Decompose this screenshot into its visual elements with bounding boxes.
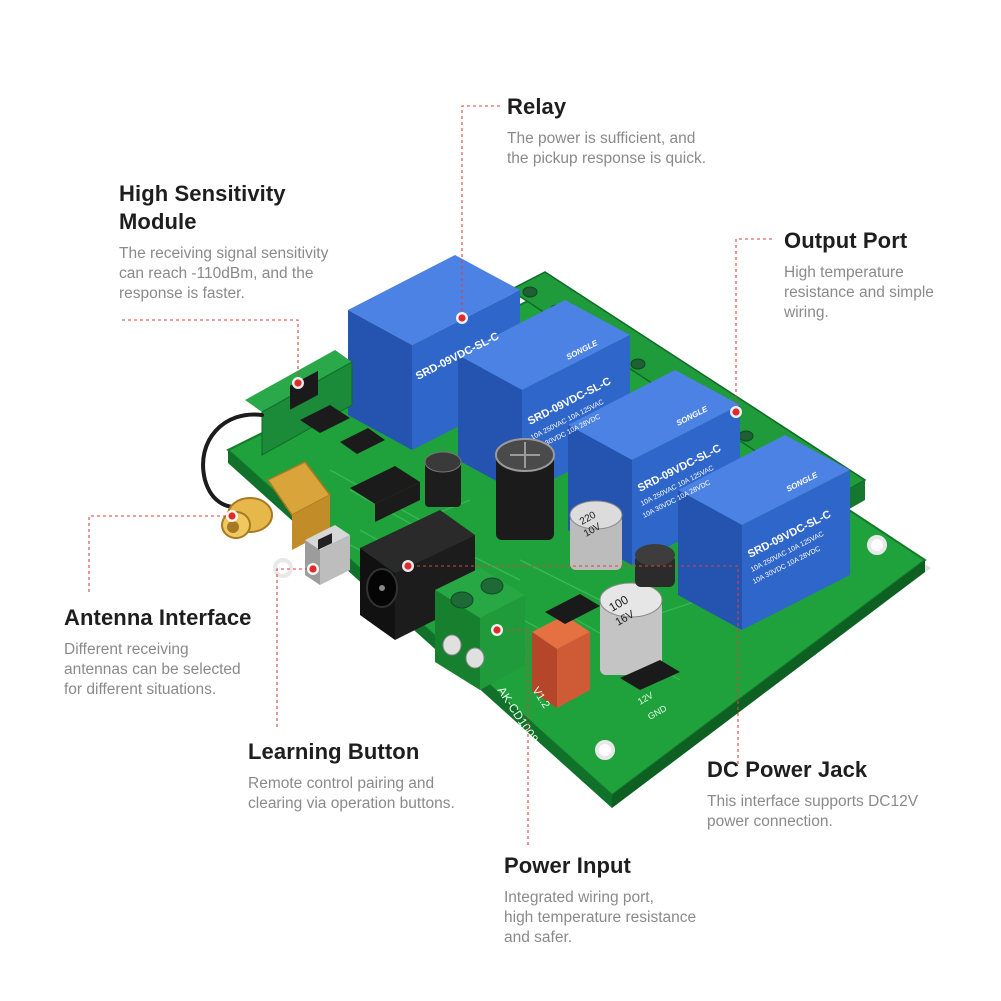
mounting-holes	[273, 535, 887, 760]
module-leader	[122, 319, 299, 383]
learning-title: Learning Button	[248, 739, 420, 764]
callout-power-input: Power Input Integrated wiring port, high…	[504, 852, 696, 948]
marker-dots	[226, 312, 742, 636]
output-leader	[735, 238, 772, 412]
orange-component	[532, 615, 590, 708]
learning-leader	[276, 568, 313, 727]
dc-description: This interface supports DC12V power conn…	[707, 793, 919, 830]
antenna-wire	[201, 412, 264, 509]
callout-output-port: Output Port High temperature resistance …	[784, 227, 934, 323]
callout-relay: Relay The power is sufficient, and the p…	[507, 93, 706, 169]
output-title: Output Port	[784, 228, 908, 253]
output-description: High temperature resistance and simple w…	[784, 264, 934, 321]
dc-title: DC Power Jack	[707, 757, 868, 782]
callout-high-sensitivity-module: High Sensitivity Module The receiving si…	[119, 180, 328, 304]
relay-leader	[461, 105, 500, 318]
capacitors: 100 16V 220 10V	[424, 438, 675, 675]
antenna-title: Antenna Interface	[64, 605, 252, 630]
power-description: Integrated wiring port, high temperature…	[504, 889, 697, 946]
callout-dc-power-jack: DC Power Jack This interface supports DC…	[707, 756, 918, 832]
dc-leader	[408, 565, 739, 764]
antenna-leader	[88, 515, 232, 592]
relay-bank: SRD-09VDC-SL-C SRD-09VDC-SL-C SRD-09VDC-…	[348, 255, 850, 630]
module-description: The receiving signal sensitivity can rea…	[119, 245, 329, 302]
power-leader	[497, 629, 529, 845]
power-input-terminal	[435, 568, 525, 690]
antenna-description: Different receiving antennas can be sele…	[64, 641, 241, 698]
callout-learning-button: Learning Button Remote control pairing a…	[248, 738, 455, 814]
callout-antenna-interface: Antenna Interface Different receiving an…	[64, 604, 252, 700]
power-title: Power Input	[504, 853, 631, 878]
relay-4	[678, 435, 850, 630]
dc-power-jack-part	[360, 510, 475, 640]
relay-description: The power is sufficient, and the pickup …	[507, 130, 707, 167]
relay-title: Relay	[507, 94, 567, 119]
learning-description: Remote control pairing and clearing via …	[248, 775, 455, 812]
module-title: High Sensitivity Module	[119, 181, 286, 234]
